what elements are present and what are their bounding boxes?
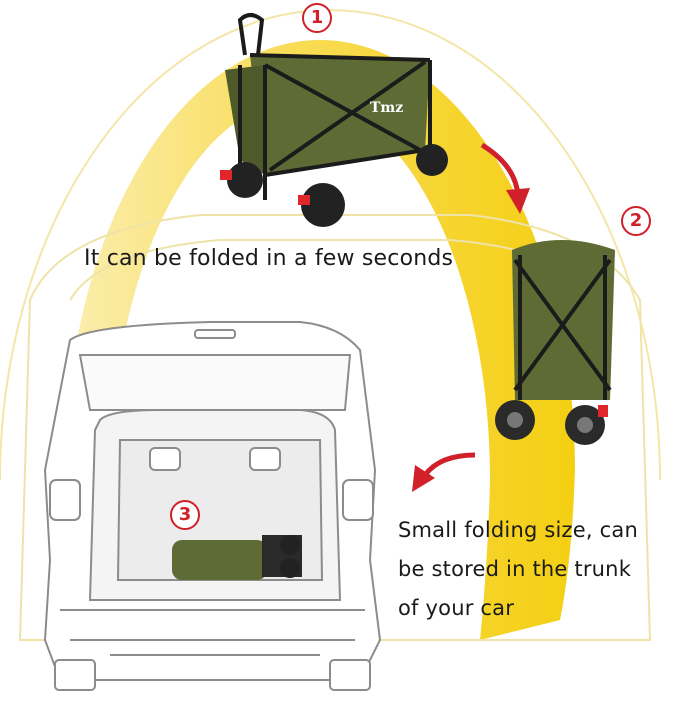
wagon-open: Tmz [220, 13, 448, 227]
yellow-arc [65, 40, 575, 640]
wagon-folded [495, 240, 615, 445]
red-curved-arrow [480, 142, 530, 214]
step-3-marker: 3 [170, 500, 200, 530]
step-1-marker: 1 [302, 3, 332, 33]
folded-wagon-in-trunk [172, 535, 302, 580]
brand-logo: Tmz [370, 100, 403, 116]
storage-caption-line: of your car [398, 596, 515, 620]
red-curved-arrow [412, 452, 476, 492]
step-2-marker: 2 [621, 206, 651, 236]
fold-caption: It can be folded in a few seconds [84, 246, 454, 271]
storage-caption-line: be stored in the trunk [398, 557, 632, 581]
storage-caption: Small folding size, can be stored in the… [398, 511, 638, 628]
car-rear [43, 321, 382, 691]
storage-caption-line: Small folding size, can [398, 518, 638, 542]
